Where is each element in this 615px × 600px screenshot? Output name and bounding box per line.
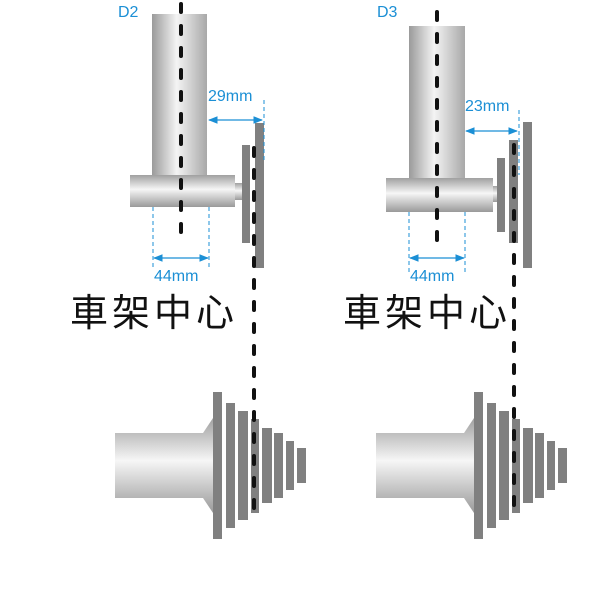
diagram-label: D2 — [118, 4, 139, 21]
offset-dimension: 29mm — [208, 88, 252, 105]
width-dimension: 44mm — [410, 268, 454, 285]
frame-center-caption: 車架中心 — [343, 291, 511, 335]
diagram-d3: D3 23mm 44mm 車架中心 — [343, 4, 532, 335]
cassette-cog — [238, 411, 248, 520]
hub-body — [376, 418, 474, 513]
offset-dimension: 23mm — [465, 98, 509, 115]
cassette-cog — [487, 403, 496, 528]
rear-cassette-right — [376, 392, 567, 539]
cassette-cog — [474, 392, 483, 539]
diagram-label: D3 — [377, 4, 398, 21]
cassette-cog — [512, 419, 520, 513]
frame-center-caption: 車架中心 — [70, 291, 238, 335]
cassette-cog — [558, 448, 567, 483]
chainring-large — [255, 123, 264, 268]
cassette-cog — [226, 403, 235, 528]
cassette-cog — [297, 448, 306, 483]
chainring-small — [242, 145, 250, 243]
cassette-cog — [286, 441, 294, 490]
cassette-cog — [499, 411, 509, 520]
cassette-cog — [251, 419, 259, 513]
chainring-small — [497, 158, 505, 232]
cassette-cog — [262, 428, 272, 503]
spindle — [235, 183, 243, 200]
hub-body — [115, 418, 213, 513]
cassette-cog — [213, 392, 222, 539]
spindle — [493, 186, 499, 202]
chainring-large — [523, 122, 532, 268]
cassette-cog — [547, 441, 555, 490]
width-dimension: 44mm — [154, 268, 198, 285]
cassette-cog — [535, 433, 544, 498]
rear-cassette-left — [115, 392, 306, 539]
cassette-cog — [274, 433, 283, 498]
diagram-d2: D2 29mm 44mm 車架中心 — [70, 2, 265, 335]
bottom-bracket-shell — [386, 178, 493, 212]
cassette-cog — [523, 428, 533, 503]
